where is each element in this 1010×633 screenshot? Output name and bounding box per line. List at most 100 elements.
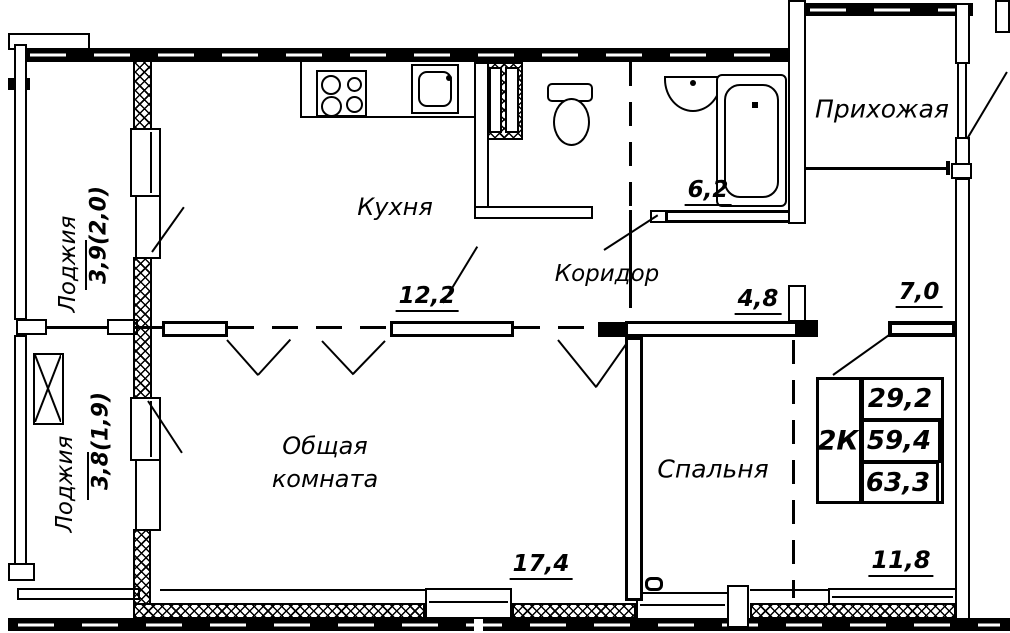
living-room-area-value: 17,4 — [509, 551, 573, 580]
loggia-upper-area-paren: (2,0) — [86, 185, 112, 246]
loggia-glazing-bottom-stub — [8, 563, 35, 581]
vent-shaft-slot — [505, 67, 519, 133]
corridor-area-value: 4,8 — [734, 286, 782, 315]
bathtub-inner — [724, 84, 779, 198]
loggia-lower-area-main: 3,8 — [88, 451, 114, 491]
radiator-icon — [645, 577, 663, 591]
bedroom-left-wall — [625, 337, 643, 601]
bedroom-window-left — [636, 592, 729, 620]
hallway-left-wall — [788, 285, 806, 325]
partition-line — [629, 210, 632, 308]
partition-dashed-line — [514, 326, 600, 329]
area-table-cell — [861, 461, 939, 504]
partition-dashed-line — [228, 326, 390, 329]
wc-bottom-wall — [474, 206, 593, 219]
insulation-band — [133, 603, 425, 619]
exterior-wall-right — [955, 3, 970, 64]
door-opening-chevron — [352, 340, 386, 375]
hallway-area: 7,0 — [895, 279, 943, 308]
window-lower — [135, 459, 161, 531]
area-table-divider — [859, 377, 862, 504]
loggia-glazing-left — [14, 335, 27, 567]
window-upper — [135, 195, 161, 259]
stove-burner — [321, 96, 342, 117]
neighbor-wall-stub — [995, 0, 1010, 33]
loggia-glazing-top-stub — [8, 33, 90, 50]
entry-door-swing-line — [966, 71, 1008, 140]
kitchen-sink-faucet — [446, 75, 452, 81]
loggia-lower-area-paren: (1,9) — [88, 391, 114, 452]
insulated-wall — [133, 529, 151, 605]
washbasin-faucet — [690, 80, 696, 86]
door-opening-chevron — [257, 338, 292, 376]
insulation-band — [750, 603, 956, 619]
living-area-value: 29,2 — [867, 384, 933, 414]
loggia-bottom-edge — [17, 588, 140, 600]
balcony-door-lower — [130, 397, 161, 461]
exterior-wall-right-jog — [951, 163, 972, 179]
loggia-upper-area: 3,9(2,0) — [87, 186, 112, 284]
insulated-wall — [133, 60, 152, 130]
partition-wall-segment — [162, 321, 228, 337]
stove-burner — [321, 75, 341, 95]
apartment-type-label: 2К — [817, 425, 859, 457]
corridor-area: 4,8 — [734, 286, 782, 315]
total-area-value: 63,3 — [865, 468, 931, 498]
kitchen-area-value: 12,2 — [395, 283, 459, 312]
bedroom-label: Спальня — [657, 454, 769, 484]
hallway-left-wall — [788, 0, 806, 224]
loggia-lower-label: Лоджия — [52, 435, 78, 533]
door-opening-chevron — [557, 339, 598, 389]
bedroom-top-wall — [625, 321, 798, 337]
exterior-wall-right — [955, 137, 970, 165]
bathtub-drain — [752, 102, 758, 108]
loggia-upper-area-main: 3,9 — [86, 245, 112, 285]
bedroom-area: 11,8 — [868, 546, 934, 577]
partition-wall-segment — [390, 321, 514, 337]
loggia-lower-area: 3,8(1,9) — [89, 392, 114, 490]
bedroom-dashed-line — [792, 340, 795, 598]
bathroom-area: 6,2 — [684, 177, 732, 206]
loggia-divider-post — [16, 319, 47, 335]
bathroom-area-value: 6,2 — [684, 177, 732, 206]
living-room-label-line1: Общая — [282, 432, 368, 460]
bathroom-bottom-wall — [665, 210, 797, 223]
vent-box-icon — [33, 353, 64, 425]
table-leader-line — [832, 334, 890, 376]
door-opening-chevron — [321, 340, 355, 376]
wall-joint-gap — [474, 618, 483, 631]
exterior-wall-top — [20, 48, 800, 62]
living-room-area: 17,4 — [509, 551, 573, 580]
living-room-window — [425, 588, 512, 619]
hallway-zone-line — [806, 167, 947, 170]
area-table-cell — [861, 377, 944, 421]
entry-door-opening — [957, 64, 967, 138]
window-sill-line — [750, 589, 828, 591]
loggia-divider-line — [28, 326, 133, 329]
door-opening-chevron — [226, 339, 259, 376]
loggia-glazing-left — [14, 44, 27, 320]
vent-shaft-slot — [489, 67, 502, 133]
stove-burner — [346, 96, 363, 113]
window-sill-line — [160, 589, 426, 591]
kitchen-right-wall — [474, 62, 489, 219]
hallway-label: Прихожая — [815, 94, 949, 124]
loggia-upper-label: Лоджия — [55, 215, 81, 313]
bedroom-window-right-sill — [828, 588, 957, 605]
loggia-lower-area-underline — [87, 452, 89, 500]
window-pier — [727, 585, 749, 628]
partition-line — [133, 326, 164, 329]
living-room-label-line2: комната — [271, 465, 379, 493]
hallway-top-wall — [800, 3, 973, 16]
exterior-wall-bottom — [8, 618, 1010, 631]
insulation-band — [512, 603, 636, 619]
hallway-zone-tick — [946, 161, 950, 175]
kitchen-area: 12,2 — [395, 283, 459, 312]
apartment-area-value: 59,4 — [866, 426, 932, 456]
loggia-upper-area-underline — [85, 240, 87, 290]
stove-burner — [347, 77, 362, 92]
bedroom-area-value: 11,8 — [868, 546, 934, 577]
toilet-bowl — [553, 98, 590, 146]
partition-dashed-line — [629, 62, 632, 212]
